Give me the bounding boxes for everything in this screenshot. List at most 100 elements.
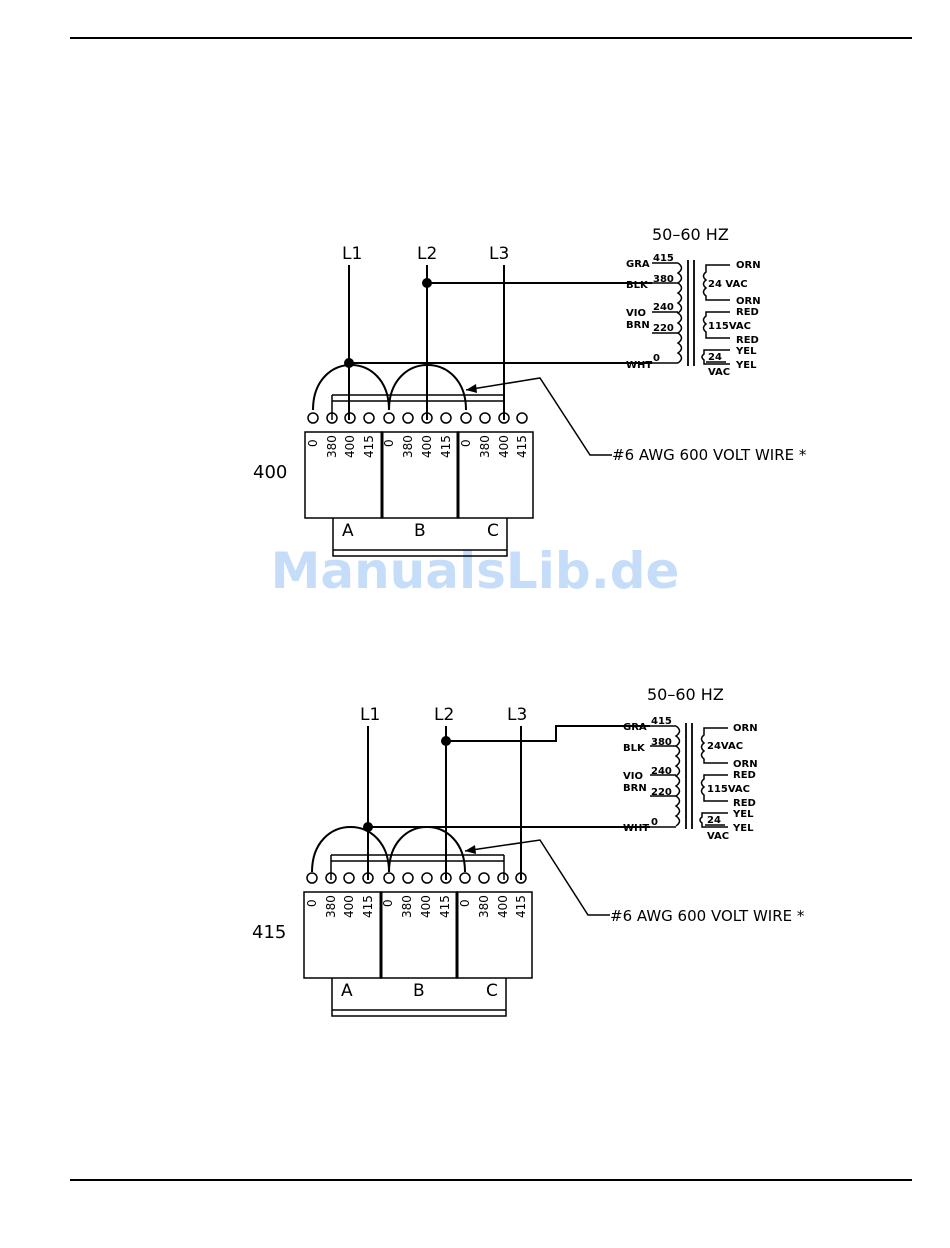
wire-note: #6 AWG 600 VOLT WIRE * (610, 907, 805, 925)
secondary-coil-1 (702, 264, 730, 301)
tap-label: 380 (324, 895, 338, 918)
terminal (362, 872, 374, 884)
tap-label: 0 (306, 439, 320, 447)
primary-color-vio: VIO (626, 308, 646, 319)
bank-label-a: A (341, 981, 353, 1001)
terminal (325, 872, 337, 884)
bank-label-b: B (414, 521, 426, 541)
primary-color-wht: WHT (626, 360, 652, 371)
sec2-voltage: 115VAC (707, 784, 750, 795)
secondary-coil-2 (700, 774, 728, 802)
primary-value-415: 415 (653, 253, 674, 264)
primary-value-220: 220 (653, 323, 674, 334)
wire-note: #6 AWG 600 VOLT WIRE * (612, 446, 807, 464)
l2-to-gra-wire (446, 725, 650, 742)
line-label-l1: L1 (360, 705, 380, 725)
sec3-top-wire: YEL (732, 809, 754, 820)
bank-label-b: B (413, 981, 425, 1001)
primary-value-240: 240 (653, 302, 674, 313)
sec2-bottom-wire: RED (733, 798, 756, 809)
sec3-bottom-wire: YEL (735, 360, 757, 371)
primary-color-brn: BRN (626, 320, 650, 331)
tap-label: 400 (496, 895, 510, 918)
secondary-coil-1 (700, 727, 728, 764)
frequency-label: 50–60 HZ (647, 685, 724, 704)
secondary-coil-3 (699, 812, 728, 828)
terminal (497, 872, 509, 884)
sec3-top-wire: YEL (735, 346, 757, 357)
terminal (344, 412, 356, 424)
secondary-coil-3 (701, 349, 730, 365)
terminal (440, 872, 452, 884)
terminal (383, 872, 395, 884)
terminal (343, 872, 355, 884)
jumper-arc-a (312, 364, 390, 411)
tap-label: 380 (477, 895, 491, 918)
control-transformer: GRA 415 BLK 380 VIO 240 BRN 220 WHT 0 OR… (626, 253, 761, 378)
sec3-voltage: 24 (707, 815, 721, 826)
sec2-voltage: 115VAC (708, 321, 751, 332)
terminal (402, 872, 414, 884)
sec1-bottom-wire: ORN (736, 296, 761, 307)
terminal (326, 412, 338, 424)
tap-label: 380 (400, 895, 414, 918)
sec1-top-wire: ORN (733, 723, 758, 734)
primary-color-brn: BRN (623, 783, 647, 794)
tap-label: 380 (325, 435, 339, 458)
sec3-voltage-unit: VAC (708, 367, 730, 378)
tap-label: 400 (497, 435, 511, 458)
jumper-arc-b (388, 826, 466, 873)
sec3-voltage-unit: VAC (707, 831, 729, 842)
tap-label: 415 (362, 435, 376, 458)
terminal (363, 412, 375, 424)
terminal (460, 412, 472, 424)
primary-value-380: 380 (653, 274, 674, 285)
sec2-top-wire: RED (736, 307, 759, 318)
primary-value-0: 0 (653, 353, 660, 364)
tap-label: 415 (361, 895, 375, 918)
tap-label: 400 (420, 435, 434, 458)
voltage-label: 400 (253, 462, 287, 483)
tap-label: 415 (439, 435, 453, 458)
terminal (402, 412, 414, 424)
note-arrowhead (466, 384, 477, 393)
terminal (479, 412, 491, 424)
terminal (383, 412, 395, 424)
primary-color-gra: GRA (623, 722, 647, 733)
primary-color-vio: VIO (623, 771, 643, 782)
terminal (515, 872, 527, 884)
terminal (498, 412, 510, 424)
primary-color-wht: WHT (623, 823, 649, 834)
tap-label: 0 (382, 439, 396, 447)
line-label-l1: L1 (342, 244, 362, 264)
tap-label: 400 (342, 895, 356, 918)
primary-value-240: 240 (651, 766, 672, 777)
primary-coil (676, 262, 683, 364)
wiring-diagram-415: 415 50–60 HZ L1 L2 L3 #6 AWG 600 VOLT WI… (252, 685, 805, 1017)
sec1-bottom-wire: ORN (733, 759, 758, 770)
sec1-voltage: 24 VAC (708, 279, 748, 290)
watermark: ManualsLib.de (271, 542, 680, 600)
primary-value-0: 0 (651, 817, 658, 828)
jumper-arc-a (311, 826, 390, 873)
bank-label-c: C (486, 981, 498, 1001)
wiring-diagram-400: 400 50–60 HZ L1 L2 L3 #6 AWG 600 VOLT WI… (253, 225, 807, 557)
line-label-l3: L3 (507, 705, 527, 725)
voltage-label: 415 (252, 922, 286, 943)
primary-value-380: 380 (651, 737, 672, 748)
terminal (459, 872, 471, 884)
note-leader (464, 839, 610, 916)
terminal (478, 872, 490, 884)
terminal (440, 412, 452, 424)
tap-label: 400 (419, 895, 433, 918)
sec3-bottom-wire: YEL (732, 823, 754, 834)
primary-value-415: 415 (651, 716, 672, 727)
sec3-voltage: 24 (708, 352, 722, 363)
frequency-label: 50–60 HZ (652, 225, 729, 244)
primary-value-220: 220 (651, 787, 672, 798)
terminal (516, 412, 528, 424)
bank-label-c: C (487, 521, 499, 541)
primary-color-blk: BLK (626, 280, 649, 291)
